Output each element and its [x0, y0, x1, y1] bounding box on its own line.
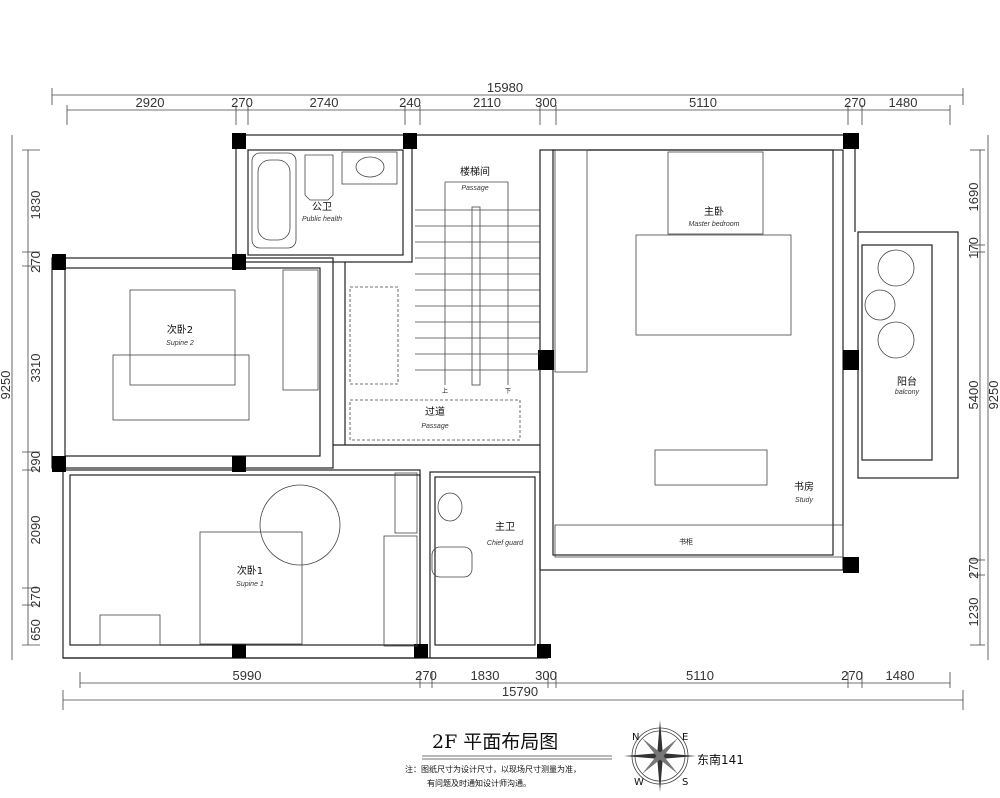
stair-down-label: 下 — [505, 388, 511, 395]
dim-bottom: 5990 — [233, 668, 262, 683]
note-line: 有问题及时通知设计师沟通。 — [427, 778, 531, 788]
dim-right: 1690 — [966, 183, 981, 212]
dim-right: 170 — [966, 237, 981, 259]
compass-e: E — [682, 732, 688, 743]
room-name-zh: 主卧 — [704, 205, 724, 218]
dim-top: 2740 — [310, 95, 339, 110]
room-name-zh: 主卫 — [495, 521, 515, 533]
dim-left: 290 — [28, 451, 43, 473]
room-name-zh: 次卧2 — [167, 323, 193, 336]
room-name-en: balcony — [895, 389, 920, 396]
dim-bottom: 300 — [535, 668, 557, 683]
dim-right: 270 — [966, 557, 981, 579]
room-name-en: Master bedroom — [689, 221, 740, 228]
right-dimensions: 9250 1690 170 5400 270 1230 — [966, 135, 1000, 660]
dim-top: 270 — [844, 95, 866, 110]
dim-bottom: 270 — [415, 668, 437, 683]
dim-top: 2110 — [473, 95, 501, 110]
dim-right: 5400 — [966, 381, 981, 410]
stair-up-label: 上 — [442, 387, 448, 395]
bottom-dimensions: 5990 270 1830 300 5110 270 1480 15790 — [62, 668, 964, 710]
walls — [51, 134, 959, 659]
dim-left: 270 — [28, 251, 43, 273]
dim-left: 1830 — [28, 191, 43, 220]
dim-left: 650 — [28, 619, 43, 641]
drawing-title: 2F 平面布局图 — [432, 731, 558, 753]
left-dimensions: 9250 1830 270 3310 290 2090 270 650 — [0, 135, 43, 660]
dim-top: 5110 — [689, 95, 717, 110]
dim-left: 2090 — [28, 516, 43, 545]
structural-columns — [52, 133, 859, 658]
room-name-en: Passage — [421, 423, 448, 430]
orientation-label: 东南141 — [697, 752, 744, 767]
dim-left: 270 — [28, 586, 43, 608]
compass-n: N — [632, 732, 639, 743]
room-labels: 公卫 Public health 楼梯间 Passage 主卧 Master b… — [166, 165, 919, 588]
room-name-zh: 公卫 — [312, 202, 332, 213]
dim-top: 240 — [399, 95, 421, 110]
dim-right: 1230 — [966, 598, 981, 627]
dim-bottom-total: 15790 — [502, 684, 538, 699]
room-name-en: Study — [795, 497, 813, 504]
room-name-zh: 阳台 — [897, 375, 917, 388]
note-line: 注：图纸尺寸为设计尺寸，以现场尺寸测量为准， — [405, 764, 581, 774]
dim-top: 2920 — [136, 95, 165, 110]
dim-top: 300 — [535, 95, 557, 110]
dim-bottom: 1480 — [886, 668, 915, 683]
bookcase-label: 书柜 — [679, 537, 693, 546]
room-name-en: Passage — [461, 185, 488, 192]
room-name-zh: 书房 — [794, 480, 814, 493]
room-name-en: Supine 1 — [236, 581, 264, 588]
room-name-en: Chief guard — [487, 540, 524, 547]
dim-bottom: 5110 — [686, 668, 714, 683]
room-name-zh: 次卧1 — [237, 564, 263, 577]
room-name-zh: 过道 — [425, 405, 445, 418]
compass-w: W — [634, 777, 644, 788]
top-dimensions: 15980 2920 270 2740 240 2110 300 5110 27… — [51, 80, 964, 125]
compass-rose: N E W S 东南141 — [624, 720, 744, 792]
dim-top-total: 15980 — [487, 80, 523, 95]
dim-top: 1480 — [889, 95, 918, 110]
room-name-en: Public health — [302, 216, 342, 223]
dim-top: 270 — [231, 95, 253, 110]
dim-right-total: 9250 — [986, 381, 1000, 410]
compass-s: S — [682, 777, 688, 788]
furniture — [99, 149, 915, 647]
dim-left-total: 9250 — [0, 371, 13, 400]
dim-bottom: 1830 — [471, 668, 500, 683]
dim-left: 3310 — [28, 354, 43, 383]
dim-bottom: 270 — [841, 668, 863, 683]
room-name-zh: 楼梯间 — [460, 165, 490, 178]
room-name-en: Supine 2 — [166, 340, 194, 347]
